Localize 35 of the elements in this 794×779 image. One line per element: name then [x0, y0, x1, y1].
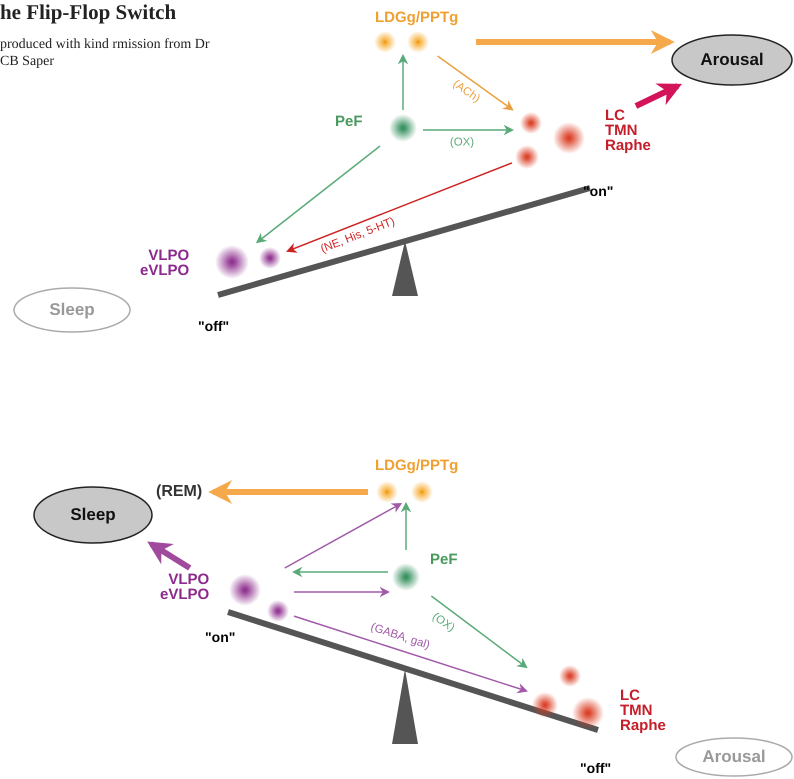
edge-label: (OX) [448, 136, 476, 150]
nucleus-label: VLPO eVLPO [160, 572, 210, 602]
arrow [430, 595, 528, 668]
state-label: Arousal [700, 51, 764, 69]
state-label: Sleep [49, 301, 95, 319]
arrow [294, 615, 528, 694]
arrow [292, 566, 388, 578]
state-label: Sleep [70, 506, 116, 524]
nucleus-label: PeF [430, 552, 458, 567]
nucleus-label: PeF [335, 114, 363, 129]
caption: produced with kind rmission from Dr CB Saper [0, 36, 211, 70]
nucleus-label: LC TMN Raphe [605, 108, 651, 153]
thick-arrow [634, 83, 682, 109]
arrow [256, 145, 380, 244]
title: he Flip-Flop Switch [0, 0, 176, 25]
nucleus-label: LDGg/PPTg [375, 10, 458, 25]
arrow [294, 586, 390, 598]
state-tag: "off" [580, 760, 612, 776]
thick-arrow [147, 541, 192, 571]
arrow [286, 162, 512, 253]
thick-arrow [476, 30, 675, 54]
state-tag: "on" [205, 629, 236, 645]
arrow [423, 124, 514, 136]
thick-arrow [208, 480, 368, 504]
arrow [284, 502, 402, 569]
arrow [398, 54, 408, 110]
arrow [400, 502, 412, 550]
nucleus-label: VLPO eVLPO [140, 248, 190, 278]
nucleus-label: LC TMN Raphe [620, 688, 666, 733]
state-tag: "off" [198, 318, 230, 334]
state-label: Arousal [702, 748, 766, 766]
state-tag: "on" [583, 183, 614, 199]
nucleus-label: LDGg/PPTg [375, 458, 458, 473]
state-note: (REM) [156, 484, 202, 499]
arrow [437, 55, 514, 111]
